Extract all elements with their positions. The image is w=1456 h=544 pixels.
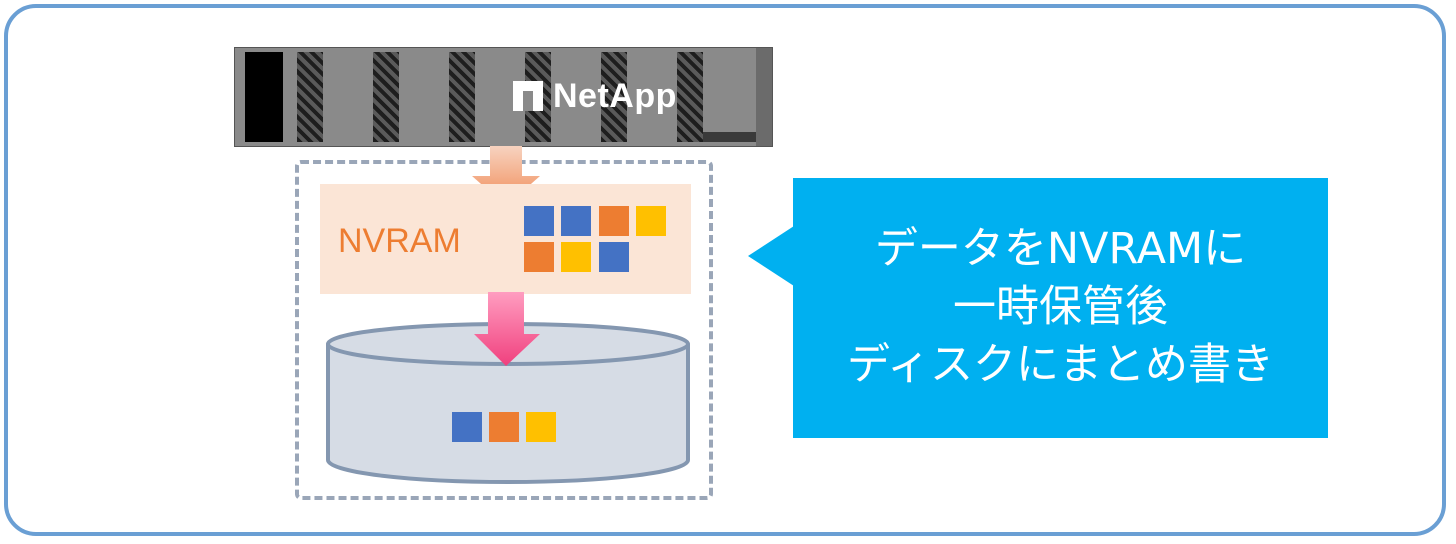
- nvram-to-disk-arrow-overlay: [474, 292, 540, 366]
- nvram-label: NVRAM: [338, 222, 461, 260]
- netapp-logo-text: NetApp: [553, 76, 677, 115]
- drive-slot: [601, 52, 627, 142]
- disk-data-block: [489, 412, 519, 442]
- nvram-data-block: [636, 206, 666, 236]
- netapp-logo-icon: [513, 81, 543, 111]
- netapp-logo: NetApp: [513, 76, 677, 115]
- controller-left-panel: [245, 52, 283, 142]
- nvram-data-block: [561, 206, 591, 236]
- drive-slot: [297, 52, 323, 142]
- nvram-data-block: [599, 206, 629, 236]
- drive-slot: [677, 52, 703, 142]
- drive-slot: [449, 52, 475, 142]
- nvram-data-block: [599, 242, 629, 272]
- callout-line-3: ディスクにまとめ書き: [847, 340, 1274, 390]
- callout-line-1: データをNVRAMに: [874, 224, 1247, 274]
- nvram-data-block: [524, 242, 554, 272]
- storage-controller: NetApp: [235, 48, 772, 146]
- nvram-data-block: [561, 242, 591, 272]
- nvram-panel: NVRAM: [320, 184, 691, 294]
- nvram-data-block: [524, 206, 554, 236]
- controller-bottom-bar: [703, 132, 756, 142]
- explanation-callout: データをNVRAMに 一時保管後 ディスクにまとめ書き: [793, 178, 1328, 438]
- disk-data-block: [526, 412, 556, 442]
- controller-edge: [756, 48, 772, 146]
- disk-data-block: [452, 412, 482, 442]
- callout-line-2: 一時保管後: [953, 282, 1168, 332]
- drive-slot: [373, 52, 399, 142]
- callout-pointer: [748, 226, 794, 286]
